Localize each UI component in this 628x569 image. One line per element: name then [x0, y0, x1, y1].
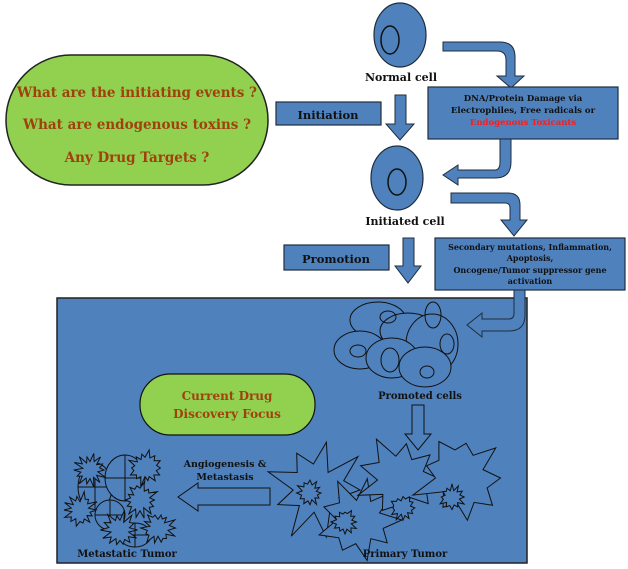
metastatic-starburst	[123, 481, 160, 519]
secondary-line-2: Apoptosis,	[506, 253, 554, 263]
normal-cell-label: Normal cell	[365, 71, 437, 84]
curved-arrow-icon	[442, 138, 512, 186]
secondary-line-3: Oncogene/Tumor suppressor gene	[453, 265, 606, 275]
down-arrow-icon	[384, 94, 416, 141]
promoted-cells-icon	[333, 301, 459, 388]
curved-arrow-icon	[442, 41, 526, 89]
tumor-starburst	[356, 437, 444, 517]
initiated-cell-label: Initiated cell	[365, 215, 444, 228]
tumor-starburst	[411, 440, 502, 522]
questions-pill	[5, 54, 269, 186]
left-arrow-icon	[177, 482, 271, 512]
focus-line-2: Discovery Focus	[173, 407, 281, 421]
metastatic-tumor-label: Metastatic Tumor	[77, 549, 177, 560]
promoted-cells-label: Promoted cells	[378, 391, 462, 402]
focus-line-1: Current Drug	[182, 389, 273, 403]
initiation-label: Initiation	[298, 108, 360, 122]
damage-line-3: Endogenous Toxicants	[470, 118, 577, 128]
angiogenesis-line-1: Angiogenesis &	[183, 459, 267, 470]
metastatic-starburst	[100, 509, 138, 546]
question-3: Any Drug Targets ?	[64, 150, 210, 166]
damage-box	[427, 86, 619, 140]
metastatic-starburst	[138, 513, 177, 545]
tumor-core-starburst	[438, 483, 466, 511]
primary-tumor-icon	[266, 437, 502, 562]
curved-arrow-icon	[450, 192, 529, 237]
damage-line-1: DNA/Protein Damage via	[464, 94, 583, 104]
nucleus-icon	[380, 25, 400, 55]
metastatic-starburst	[73, 453, 107, 488]
angiogenesis-line-2: Metastasis	[196, 472, 253, 483]
promotion-box	[283, 244, 390, 271]
question-1: What are the initiating events ?	[16, 85, 257, 101]
promotion-label: Promotion	[302, 252, 371, 266]
initiated-cell-icon	[370, 145, 424, 211]
tumor-core-starburst	[295, 479, 323, 506]
primary-tumor-label: Primary Tumor	[363, 549, 448, 560]
down-arrow-icon	[393, 237, 423, 284]
nucleus-icon	[387, 168, 407, 196]
drug-discovery-focus-pill	[139, 373, 316, 436]
curved-arrow-icon	[466, 289, 526, 339]
initiation-box	[275, 101, 382, 126]
tumor-core-starburst	[390, 495, 416, 522]
question-2: What are endogenous toxins ?	[22, 117, 251, 133]
tumor-core-starburst	[329, 509, 358, 536]
secondary-line-1: Secondary mutations, Inflammation,	[448, 242, 612, 252]
normal-cell-icon	[373, 2, 427, 68]
damage-line-2: Electrophiles, Free radicals or	[451, 106, 596, 116]
secondary-box	[434, 237, 626, 291]
secondary-line-4: activation	[508, 276, 553, 286]
metastatic-starburst	[63, 489, 98, 528]
metastatic-starburst	[127, 448, 162, 487]
metastatic-tumor-icon	[63, 448, 177, 548]
down-arrow-icon	[403, 404, 433, 451]
